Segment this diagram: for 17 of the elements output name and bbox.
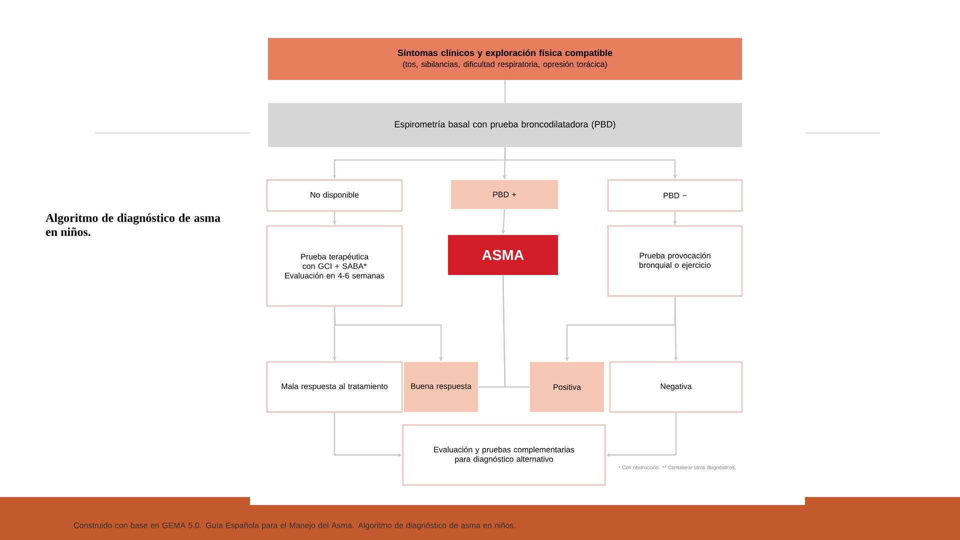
slide-title: Algoritmo de diagnóstico de asma en niños. bbox=[46, 214, 220, 236]
process-box: Prueba provocación bronquial o ejercicio bbox=[607, 225, 743, 297]
result-box: PBD + bbox=[451, 180, 558, 209]
header-box: Síntomas clínicos y exploración física compatible (tos, sibilancias, dificultad respiratoria, opresión torácica) bbox=[268, 38, 742, 80]
connector bbox=[504, 80, 506, 103]
result-box: Positiva bbox=[530, 362, 604, 412]
footer-text: Construido con base en GEMA 5.0. Guía Española para el Manejo del Asma. Algoritmo de diagnóstico de asma en niños. bbox=[74, 522, 516, 530]
process-box: Evaluación y pruebas complementarias para diagnóstico alternativo bbox=[402, 424, 606, 486]
connector bbox=[502, 275, 530, 388]
process-box: Mala respuesta al tratamiento bbox=[266, 361, 403, 413]
process-box: Negativa bbox=[609, 361, 743, 413]
process-box: No disponible bbox=[266, 179, 403, 212]
diagnosis-box: ASMA bbox=[448, 235, 558, 275]
process-box: PBD − bbox=[607, 179, 743, 212]
process-box: Prueba terapéutica con GCI + SABA* Evaluación en 4-6 semanas bbox=[266, 225, 403, 307]
process-box: Espirometría basal con prueba broncodilatadora (PBD) bbox=[268, 103, 742, 147]
result-box: Buena respuesta bbox=[404, 362, 478, 412]
